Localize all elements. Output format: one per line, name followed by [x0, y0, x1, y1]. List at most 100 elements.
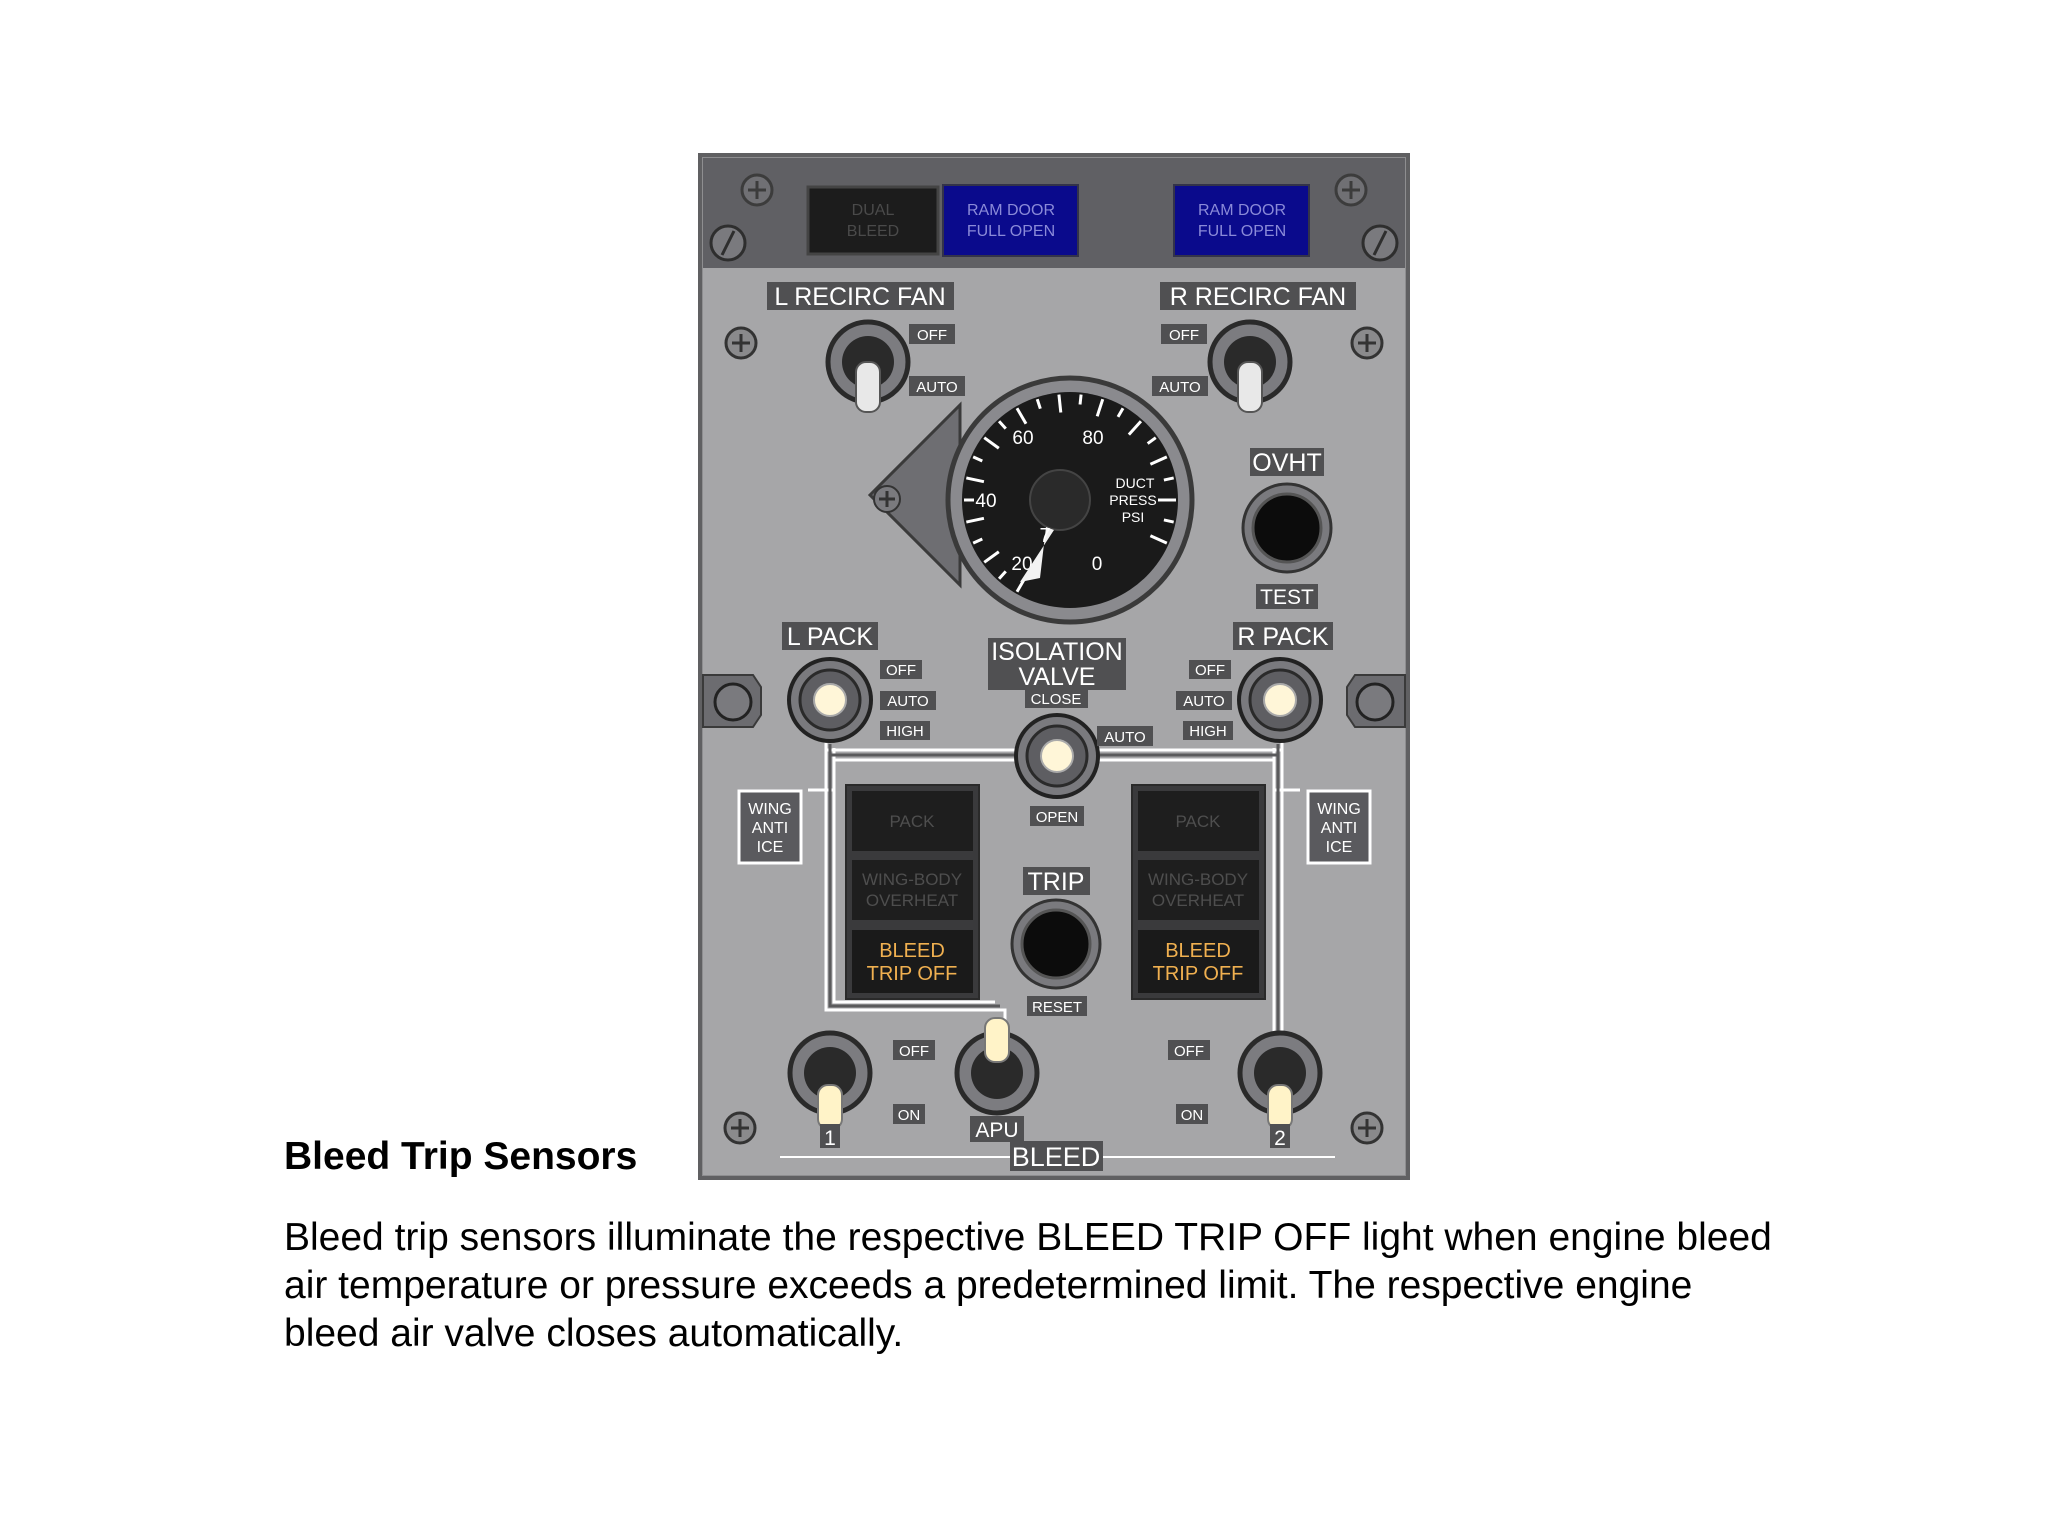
gauge-tick-mark: [1127, 420, 1143, 436]
paragraph-line: air temperature or pressure exceeds a pr…: [284, 1264, 1693, 1307]
l-pack-selector[interactable]: [787, 657, 873, 743]
gauge-tick-mark: [966, 516, 985, 524]
gauge-tick-80: 80: [1082, 428, 1103, 449]
iso-auto-label: AUTO: [1104, 729, 1145, 746]
engine-1-label: 1: [824, 1127, 836, 1150]
left-bleed-trip-off-2: TRIP OFF: [867, 963, 958, 985]
r-recirc-title-bg: [1160, 282, 1356, 310]
engine-1-bleed-switch[interactable]: [787, 1030, 873, 1130]
l-pack-auto-bg: [880, 691, 936, 710]
right-bleed-trip-off-1: BLEED: [1165, 940, 1231, 962]
r-pack-high-bg: [1183, 721, 1233, 740]
r-recirc-fan-title: R RECIRC FAN: [1170, 283, 1346, 311]
right-wing-body-1: WING-BODY: [1148, 870, 1248, 889]
gauge-tick-mark: [1035, 398, 1042, 410]
apu-label-bg: [970, 1116, 1024, 1142]
screw-icon: [1334, 173, 1368, 207]
l-pack-high-bg: [880, 721, 930, 740]
gauge-tick-mark: [966, 476, 985, 484]
bleed-off-left-bg: [893, 1040, 935, 1060]
r-pack-title: R PACK: [1237, 623, 1329, 651]
bleed-off-left-label: OFF: [899, 1043, 929, 1060]
left-wing-body-2: OVERHEAT: [866, 891, 958, 910]
ram-door-right-line2: FULL OPEN: [1198, 223, 1286, 240]
wing-anti-ice-right-2: ANTI: [1321, 820, 1357, 837]
gauge-tick-mark: [983, 550, 1000, 564]
ram-door-left-line1: RAM DOOR: [967, 202, 1055, 219]
screw-icon: [1350, 326, 1384, 360]
gauge-tick-mark: [1095, 398, 1105, 417]
right-annunciator-stack: PACK WING-BODY OVERHEAT BLEED TRIP OFF: [1131, 784, 1266, 1000]
r-pack-selector[interactable]: [1237, 657, 1323, 743]
bleed-off-right-bg: [1168, 1040, 1210, 1060]
screw-icon: [709, 224, 747, 262]
ovht-test-bg: [1256, 584, 1318, 609]
iso-close-bg: [1025, 689, 1088, 708]
paragraph-line: Bleed trip sensors illuminate the respec…: [284, 1216, 1772, 1259]
ovht-title: OVHT: [1252, 449, 1321, 477]
left-wing-body-1: WING-BODY: [862, 870, 962, 889]
gauge-label-psi: PSI: [1122, 509, 1145, 525]
gauge-label-duct: DUCT: [1116, 475, 1155, 491]
gauge-tick-mark: [983, 436, 1000, 450]
gauge-tick-0: 0: [1092, 554, 1103, 575]
gauge-label-press: PRESS: [1109, 492, 1156, 508]
dual-bleed-light[interactable]: DUAL BLEED: [806, 185, 940, 256]
right-pack-light-text: PACK: [1175, 812, 1221, 831]
gauge-tick-mark: [1163, 518, 1174, 524]
ram-door-right-line1: RAM DOOR: [1198, 202, 1286, 219]
right-bleed-trip-off-2: TRIP OFF: [1153, 963, 1244, 985]
iso-auto-bg: [1097, 726, 1153, 746]
screw-icon: [724, 326, 758, 360]
right-wing-body-2: OVERHEAT: [1152, 891, 1244, 910]
trip-title-bg: [1023, 867, 1090, 895]
r-pack-high-label: HIGH: [1189, 723, 1227, 740]
apu-bleed-switch[interactable]: [954, 1017, 1040, 1116]
r-pack-title-bg: [1233, 622, 1333, 650]
l-pack-auto-label: AUTO: [887, 693, 928, 710]
reset-label: RESET: [1032, 999, 1082, 1016]
wing-anti-ice-left: WING ANTI ICE: [737, 789, 803, 865]
l-pack-title: L PACK: [787, 623, 873, 651]
isolation-title-bg: [988, 638, 1126, 690]
iso-open-bg: [1030, 806, 1084, 826]
screw-icon: [740, 173, 774, 207]
gauge-tick-mark: [972, 537, 983, 545]
gauge-tick-mark: [972, 455, 983, 463]
l-recirc-fan-switch[interactable]: [825, 319, 911, 413]
trip-reset-button[interactable]: [1010, 898, 1102, 990]
gauge-tick-mark: [997, 570, 1007, 580]
bleed-label-bg: [1010, 1141, 1103, 1171]
ovht-test-button[interactable]: [1241, 482, 1333, 574]
slide-heading: Bleed Trip Sensors: [284, 1135, 638, 1178]
engine-2-bleed-switch[interactable]: [1237, 1030, 1323, 1130]
iso-close-label: CLOSE: [1031, 691, 1082, 708]
r-recirc-off-bg: [1161, 324, 1207, 344]
ram-door-left-light: RAM DOOR FULL OPEN: [942, 184, 1079, 257]
apu-label: APU: [975, 1119, 1018, 1142]
gauge-tick-mark: [1015, 407, 1028, 425]
l-pack-off-bg: [880, 660, 922, 679]
duct-pressure-gauge: 60 80 40 20 0 DUCT PRESS PSI 7: [945, 375, 1195, 625]
ovht-title-bg: [1250, 448, 1324, 476]
screw-icon: [1350, 1111, 1384, 1145]
gauge-tick-mark: [997, 420, 1007, 430]
gauge-needle-mark: 7: [1039, 525, 1050, 547]
wing-anti-ice-right-3: ICE: [1326, 839, 1353, 856]
r-recirc-fan-switch[interactable]: [1207, 319, 1293, 413]
reset-label-bg: [1027, 996, 1087, 1016]
l-recirc-title-bg: [767, 282, 954, 310]
screw-icon: [1355, 682, 1395, 722]
gauge-tick-40: 40: [975, 491, 996, 512]
screw-icon: [873, 485, 901, 513]
isolation-title-1: ISOLATION: [991, 638, 1123, 666]
left-annunciator-stack: PACK WING-BODY OVERHEAT BLEED TRIP OFF: [845, 784, 980, 1000]
wing-anti-ice-right-1: WING: [1317, 801, 1361, 818]
r-recirc-auto-label: AUTO: [1159, 379, 1200, 396]
r-pack-off-label: OFF: [1195, 662, 1225, 679]
wing-anti-ice-right: WING ANTI ICE: [1306, 789, 1372, 865]
gauge-needle: [1020, 527, 1054, 582]
gauge-tick-mark: [1149, 534, 1168, 545]
isolation-valve-selector[interactable]: [1014, 713, 1100, 799]
screw-icon: [723, 1111, 757, 1145]
